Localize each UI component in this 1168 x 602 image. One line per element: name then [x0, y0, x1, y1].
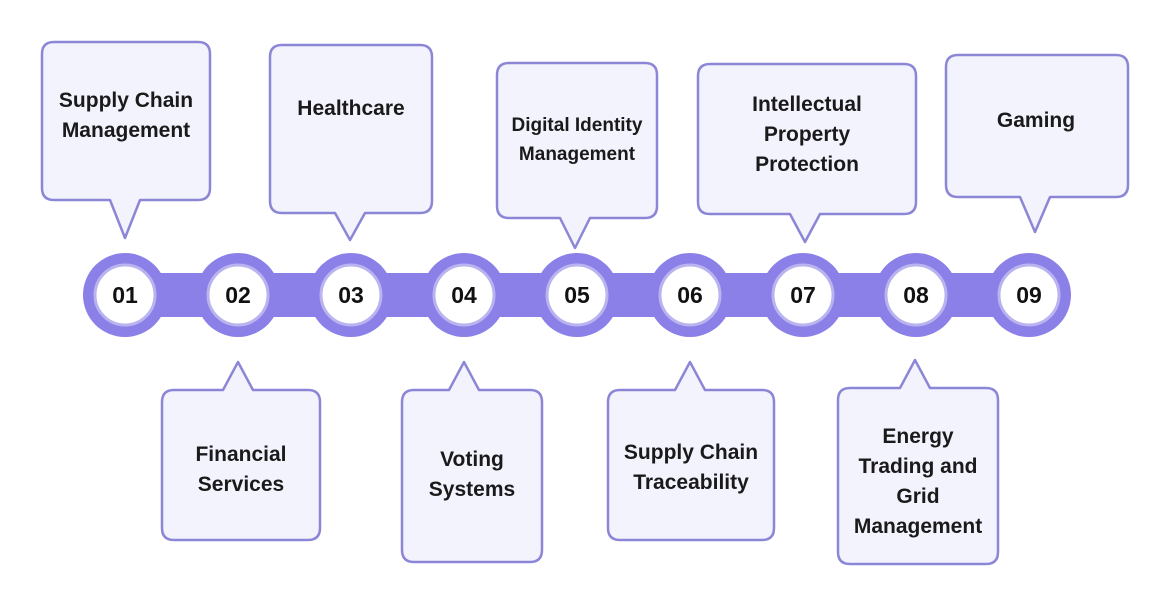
- callout-label-08: Energy Trading and Grid Management: [853, 425, 983, 538]
- callout-label-07: Intellectual Property Protection: [752, 93, 862, 176]
- callout-label-09: Gaming: [996, 109, 1076, 132]
- callout-bubble-02: [160, 360, 322, 542]
- node-circle-04: [432, 263, 496, 327]
- callout-bubble-06: [606, 360, 776, 542]
- step-number-02: 02: [225, 281, 251, 308]
- callout-bubble-05: [495, 61, 659, 250]
- step-number-09: 09: [1016, 281, 1042, 308]
- step-number-07: 07: [790, 281, 816, 308]
- step-number-03: 03: [338, 281, 364, 308]
- node-circle-06: [658, 263, 722, 327]
- callout-bubble-01: [40, 40, 212, 240]
- node-circle-09: [997, 263, 1061, 327]
- callout-label-02: Financial Services: [195, 443, 287, 496]
- step-number-04: 04: [451, 281, 477, 308]
- callout-label-03: Healthcare: [297, 97, 405, 120]
- callout-bubble-09: [944, 53, 1130, 234]
- callout-bubble-04: [400, 360, 544, 564]
- node-circle-03: [319, 263, 383, 327]
- callout-bubble-03: [268, 43, 434, 242]
- callout-label-05: Digital Identity Management: [511, 115, 643, 165]
- node-circle-08: [884, 263, 948, 327]
- node-circle-05: [545, 263, 609, 327]
- node-circle-07: [771, 263, 835, 327]
- callout-bubble-07: [696, 62, 918, 244]
- node-circle-02: [206, 263, 270, 327]
- step-number-01: 01: [112, 281, 138, 308]
- step-number-05: 05: [564, 281, 590, 308]
- callout-label-06: Supply Chain Traceability: [623, 441, 759, 494]
- callout-label-04: Voting Systems: [428, 448, 516, 501]
- callout-bubble-08: [836, 358, 1000, 566]
- node-circle-01: [93, 263, 157, 327]
- step-number-08: 08: [903, 281, 929, 308]
- callout-label-01: Supply Chain Management: [58, 89, 194, 142]
- step-number-06: 06: [677, 281, 703, 308]
